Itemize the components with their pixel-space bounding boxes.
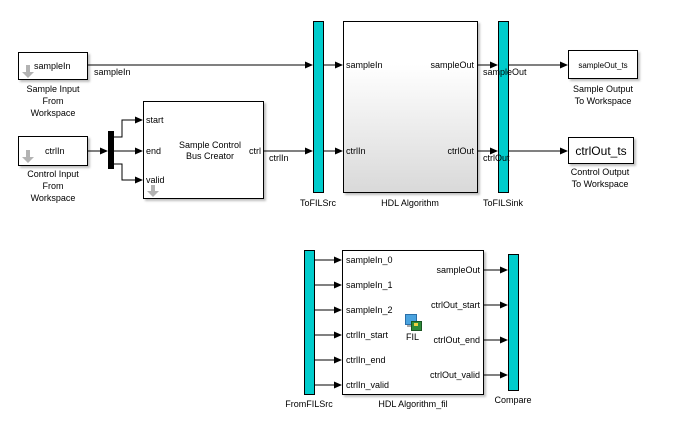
hdl-port-ctrl-in: ctrlIn	[346, 146, 366, 156]
down-arrow-icon	[147, 185, 159, 199]
to-fil-src-block[interactable]	[313, 21, 324, 193]
sample-output-param: sampleOut_ts	[578, 61, 628, 70]
control-output-caption: Control Output To Workspace	[570, 167, 630, 189]
from-fil-src-block[interactable]	[304, 250, 315, 395]
fil-port-in-2: sampleIn_2	[346, 305, 393, 315]
signal-label-sample-in: sampleIn	[94, 67, 131, 77]
fil-port-out-0: sampleOut	[436, 265, 480, 275]
to-fil-sink-caption: ToFILSink	[482, 198, 524, 208]
bus-creator-block[interactable]: start end valid Sample Control Bus Creat…	[143, 101, 264, 199]
fil-port-out-1: ctrlOut_start	[430, 300, 480, 310]
sample-input-caption: Sample Input From Workspace	[26, 84, 80, 118]
wire-demux-valid[interactable]	[114, 163, 143, 184]
sample-input-block[interactable]: sampleIn	[18, 52, 88, 80]
compare-block[interactable]	[508, 254, 519, 391]
fil-port-in-1: sampleIn_1	[346, 280, 393, 290]
control-input-param: ctrlIn	[45, 146, 65, 156]
hdl-port-ctrl-out: ctrlOut	[447, 146, 474, 156]
sample-output-caption: Sample Output To Workspace	[572, 84, 634, 106]
down-arrow-icon	[22, 150, 34, 164]
sample-input-param: sampleIn	[34, 61, 71, 71]
hdl-algorithm-block[interactable]: sampleIn ctrlIn sampleOut ctrlOut	[343, 21, 478, 193]
bus-creator-port-start: start	[146, 115, 164, 125]
fil-icon-label: FIL	[406, 332, 420, 342]
fil-port-in-5: ctrlIn_valid	[346, 380, 390, 390]
control-output-param: ctrlOut_ts	[575, 144, 627, 158]
fil-port-in-3: ctrlIn_start	[346, 330, 389, 340]
signal-label-sample-out: sampleOut	[483, 67, 527, 77]
control-output-block[interactable]: ctrlOut_ts	[568, 137, 634, 164]
hdl-algorithm-caption: HDL Algorithm	[381, 198, 439, 208]
hdl-port-sample-out: sampleOut	[430, 60, 474, 70]
fil-port-out-2: ctrlOut_end	[433, 335, 480, 345]
bus-creator-title: Sample Control Bus Creator	[178, 140, 242, 161]
control-input-caption: Control Input From Workspace	[27, 169, 79, 203]
compare-caption: Compare	[494, 395, 532, 405]
bus-creator-port-ctrl: ctrl	[249, 146, 261, 156]
fil-block-caption: HDL Algorithm_fil	[378, 399, 448, 409]
fil-port-in-0: sampleIn_0	[346, 255, 393, 265]
signal-label-ctrl-out: ctrlOut	[483, 153, 510, 163]
fil-board-icon	[405, 314, 422, 331]
hdl-algorithm-fil-block[interactable]: sampleIn_0 sampleIn_1 sampleIn_2 ctrlIn_…	[342, 250, 484, 395]
fil-port-in-4: ctrlIn_end	[346, 355, 386, 365]
fil-port-out-3: ctrlOut_valid	[429, 370, 480, 380]
from-fil-src-caption: FromFILSrc	[285, 399, 333, 409]
bus-creator-port-valid: valid	[146, 175, 165, 185]
to-fil-src-caption: ToFILSrc	[299, 198, 337, 208]
bus-creator-port-end: end	[146, 146, 162, 156]
bus-selector-demux[interactable]	[108, 131, 114, 169]
down-arrow-icon	[22, 65, 34, 79]
to-fil-sink-block[interactable]	[498, 21, 509, 193]
wire-demux-start[interactable]	[114, 116, 143, 138]
signal-label-ctrl-in: ctrlIn	[269, 153, 289, 163]
sample-output-block[interactable]: sampleOut_ts	[568, 50, 638, 79]
hdl-port-sample-in: sampleIn	[346, 60, 383, 70]
control-input-block[interactable]: ctrlIn	[18, 136, 88, 166]
